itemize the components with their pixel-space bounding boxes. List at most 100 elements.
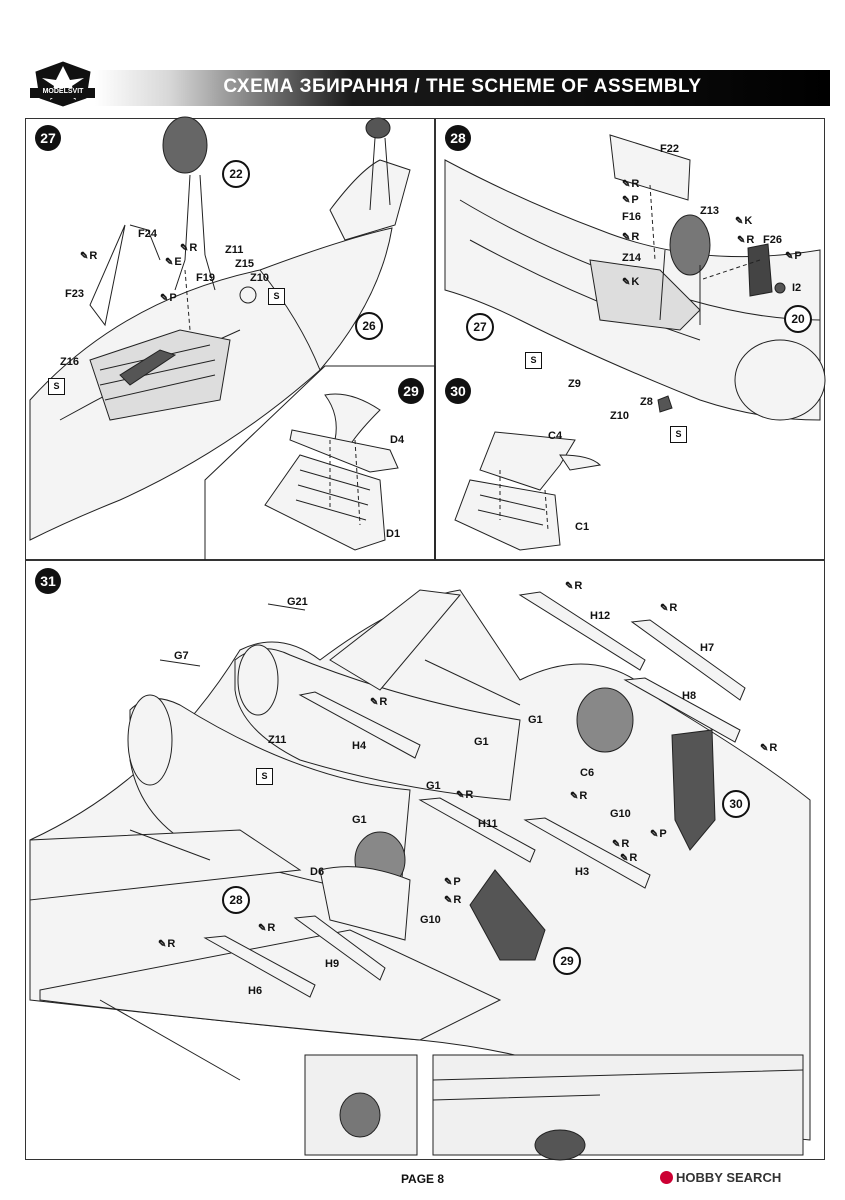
paint-callout: ✎E xyxy=(165,256,182,268)
part-label: H8 xyxy=(682,690,697,702)
paint-callout: ✎R xyxy=(370,696,388,708)
part-label: C6 xyxy=(580,767,595,779)
part-label: H9 xyxy=(325,958,340,970)
paint-callout: ✎R xyxy=(158,938,176,950)
glue-icon: S xyxy=(48,378,65,395)
part-label: Z14 xyxy=(622,252,641,264)
brush-icon: ✎ xyxy=(737,235,746,246)
panel-step-28 xyxy=(435,118,825,560)
paint-callout: ✎R xyxy=(80,250,98,262)
part-label: G21 xyxy=(287,596,308,608)
paint-callout: ✎R xyxy=(565,580,583,592)
part-label: H6 xyxy=(248,985,263,997)
modelsvit-logo: MODELSVIT xyxy=(28,58,98,108)
paint-callout: ✎R xyxy=(444,894,462,906)
brush-icon: ✎ xyxy=(370,697,379,708)
watermark: HOBBY SEARCH xyxy=(660,1170,781,1185)
part-label: H4 xyxy=(352,740,367,752)
paint-callout: ✎P xyxy=(160,292,177,304)
glue-icon: S xyxy=(525,352,542,369)
brush-icon: ✎ xyxy=(760,743,769,754)
glue-icon: S xyxy=(670,426,687,443)
paint-callout: ✎R xyxy=(180,242,198,254)
paint-callout: ✎K xyxy=(735,215,753,227)
brush-icon: ✎ xyxy=(622,179,631,190)
ref-step-27: 27 xyxy=(466,313,494,341)
paint-callout: ✎P xyxy=(650,828,667,840)
brush-icon: ✎ xyxy=(80,251,89,262)
page-title: СХЕМА ЗБИРАННЯ / THE SCHEME OF ASSEMBLY xyxy=(223,76,702,97)
part-label: G7 xyxy=(174,650,189,662)
brush-icon: ✎ xyxy=(622,277,631,288)
paint-callout: ✎R xyxy=(612,838,630,850)
part-label: G1 xyxy=(426,780,441,792)
step29-30-drawing xyxy=(204,365,602,560)
ref-step-30: 30 xyxy=(722,790,750,818)
paint-callout: ✎R xyxy=(622,178,640,190)
part-label: F16 xyxy=(622,211,641,223)
part-label: F24 xyxy=(138,228,157,240)
brush-icon: ✎ xyxy=(444,895,453,906)
part-label: Z11 xyxy=(268,734,287,746)
brush-icon: ✎ xyxy=(165,257,174,268)
ref-step-22: 22 xyxy=(222,160,250,188)
brush-icon: ✎ xyxy=(785,251,794,262)
part-label: F26 xyxy=(763,234,782,246)
part-label: D4 xyxy=(390,434,405,446)
part-label: G10 xyxy=(610,808,631,820)
brush-icon: ✎ xyxy=(612,839,621,850)
part-label: H12 xyxy=(590,610,611,622)
part-label: C4 xyxy=(548,430,563,442)
paint-callout: ✎R xyxy=(258,922,276,934)
part-label: Z13 xyxy=(700,205,719,217)
part-label: Z8 xyxy=(640,396,653,408)
step-29-badge: 29 xyxy=(398,378,424,404)
part-label: F22 xyxy=(660,143,679,155)
paint-callout: ✎P xyxy=(444,876,461,888)
part-label: I2 xyxy=(792,282,802,294)
panel-step-31 xyxy=(25,560,825,1160)
part-label: G1 xyxy=(474,736,489,748)
ref-step-20: 20 xyxy=(784,305,812,333)
part-label: H3 xyxy=(575,866,590,878)
part-label: Z11 xyxy=(225,244,244,256)
part-label: Z15 xyxy=(235,258,254,270)
glue-icon: S xyxy=(256,768,273,785)
paint-callout: ✎P xyxy=(622,194,639,206)
brush-icon: ✎ xyxy=(160,293,169,304)
part-label: Z10 xyxy=(250,272,269,284)
brush-icon: ✎ xyxy=(650,829,659,840)
header-bar: СХЕМА ЗБИРАННЯ / THE SCHEME OF ASSEMBLY xyxy=(95,70,830,106)
step-31-badge: 31 xyxy=(35,568,61,594)
paint-callout: ✎K xyxy=(622,276,640,288)
part-label: Z10 xyxy=(610,410,629,422)
part-label: C1 xyxy=(575,521,590,533)
step-28-badge: 28 xyxy=(445,125,471,151)
brush-icon: ✎ xyxy=(565,581,574,592)
brush-icon: ✎ xyxy=(735,216,744,227)
glue-icon: S xyxy=(268,288,285,305)
paint-callout: ✎R xyxy=(660,602,678,614)
part-label: Z9 xyxy=(568,378,581,390)
part-label: G1 xyxy=(528,714,543,726)
brush-icon: ✎ xyxy=(258,923,267,934)
hobbysearch-logo-icon xyxy=(660,1171,673,1184)
ref-step-26: 26 xyxy=(355,312,383,340)
brush-icon: ✎ xyxy=(622,195,631,206)
ref-step-29: 29 xyxy=(553,947,581,975)
part-label: D1 xyxy=(386,528,401,540)
brush-icon: ✎ xyxy=(622,232,631,243)
part-label: G10 xyxy=(420,914,441,926)
paint-callout: ✎R xyxy=(620,852,638,864)
step27-drawing xyxy=(29,116,411,541)
brush-icon: ✎ xyxy=(158,939,167,950)
step-27-badge: 27 xyxy=(35,125,61,151)
paint-callout: ✎P xyxy=(785,250,802,262)
step31-drawing xyxy=(29,589,811,1161)
part-label: H7 xyxy=(700,642,715,654)
step-30-badge: 30 xyxy=(445,378,471,404)
part-label: D6 xyxy=(310,866,325,878)
paint-callout: ✎R xyxy=(737,234,755,246)
part-label: F23 xyxy=(65,288,84,300)
